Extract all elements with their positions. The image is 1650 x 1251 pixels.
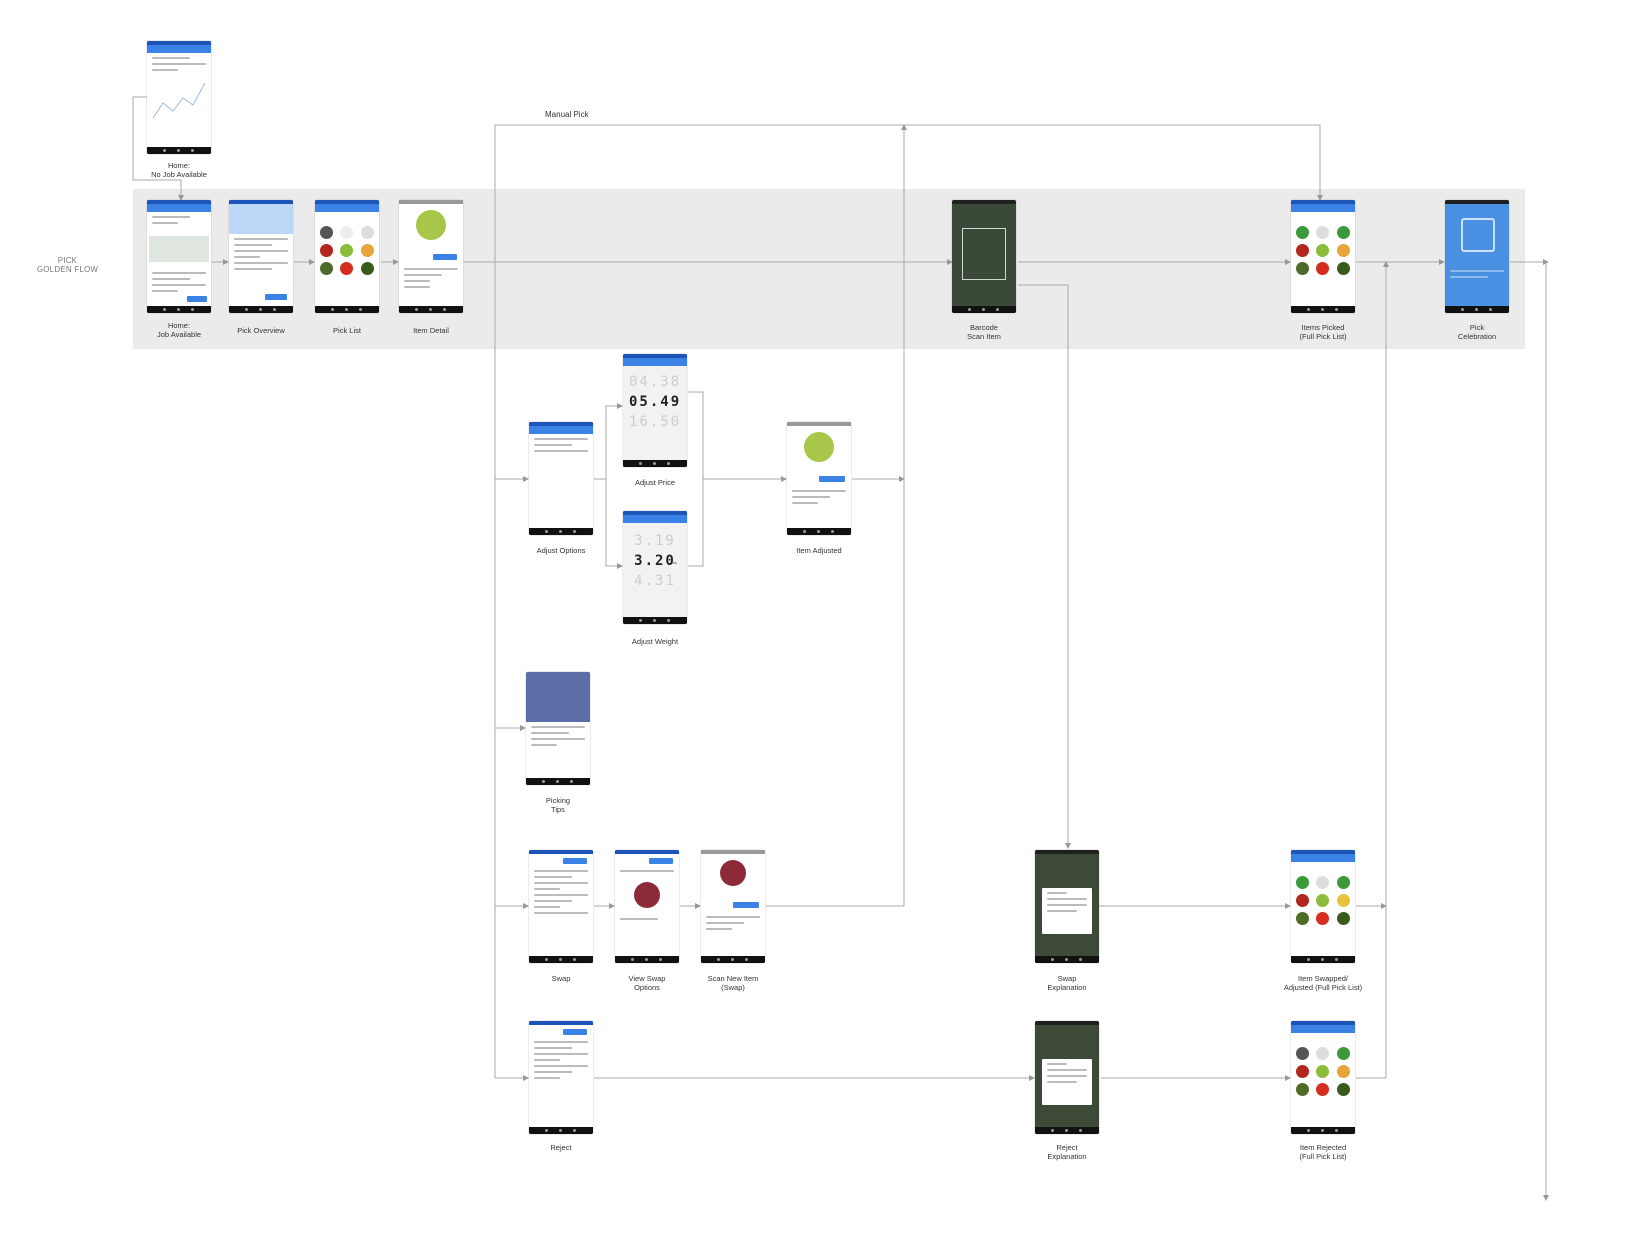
screen-swap-explanation[interactable] <box>1035 850 1099 963</box>
label-pick-celebration: Pick Celebration <box>1457 323 1497 341</box>
price-dial-prev: 04.38 <box>629 374 682 390</box>
screen-home-no-job[interactable] <box>147 41 211 154</box>
screen-pick-list[interactable] <box>315 200 379 313</box>
screen-items-picked[interactable] <box>1291 200 1355 313</box>
label-reject-explanation: Reject Explanation <box>1047 1143 1087 1161</box>
label-home-no-job: Home: No Job Available <box>151 161 207 179</box>
label-scan-new-item: Scan New Item (Swap) <box>707 974 759 992</box>
weight-dial-next: 4.31 <box>634 573 676 589</box>
label-adjust-options: Adjust Options <box>536 546 586 555</box>
price-dial-next: 16.50 <box>629 414 682 430</box>
label-swap-explanation: Swap Explanation <box>1047 974 1087 992</box>
screen-picking-tips[interactable] <box>526 672 590 785</box>
label-item-swapped: Item Swapped/ Adjusted (Full Pick List) <box>1283 974 1363 992</box>
label-items-picked: Items Picked (Full Pick List) <box>1299 323 1347 341</box>
label-item-rejected: Item Rejected (Full Pick List) <box>1299 1143 1347 1161</box>
cart-icon <box>1461 218 1495 252</box>
screen-scan-new-item[interactable] <box>701 850 765 963</box>
weight-dial-prev: 3.19 <box>634 533 676 549</box>
screen-adjust-weight[interactable]: 3.19 3.20 lbs 4.31 <box>623 511 687 624</box>
label-pick-list: Pick List <box>333 326 361 335</box>
label-picking-tips: Picking Tips <box>545 796 571 814</box>
screen-home-job[interactable] <box>147 200 211 313</box>
screen-item-adjusted[interactable] <box>787 422 851 535</box>
screen-adjust-options[interactable] <box>529 422 593 535</box>
label-item-detail: Item Detail <box>413 326 449 335</box>
screen-item-swapped[interactable] <box>1291 850 1355 963</box>
label-item-adjusted: Item Adjusted <box>796 546 842 555</box>
weight-unit: lbs <box>672 560 678 565</box>
label-pick-overview: Pick Overview <box>237 326 285 335</box>
flow-title: PICK GOLDEN FLOW <box>36 256 99 274</box>
map-thumbnail <box>149 236 209 262</box>
label-swap: Swap <box>551 974 571 983</box>
label-view-swap-options: View Swap Options <box>628 974 666 992</box>
screen-barcode-scan[interactable] <box>952 200 1016 313</box>
label-reject: Reject <box>550 1143 572 1152</box>
label-adjust-weight: Adjust Weight <box>631 637 679 646</box>
price-dial-current[interactable]: 05.49 <box>629 394 682 410</box>
screen-item-rejected[interactable] <box>1291 1021 1355 1134</box>
manual-pick-label: Manual Pick <box>545 110 589 119</box>
chart-sketch-icon <box>152 82 206 119</box>
weight-dial-current[interactable]: 3.20 <box>634 553 676 569</box>
screen-adjust-price[interactable]: 04.38 05.49 16.50 <box>623 354 687 467</box>
screen-reject[interactable] <box>529 1021 593 1134</box>
screen-pick-celebration[interactable] <box>1445 200 1509 313</box>
screen-swap[interactable] <box>529 850 593 963</box>
screen-pick-overview[interactable] <box>229 200 293 313</box>
screen-view-swap-options[interactable] <box>615 850 679 963</box>
label-adjust-price: Adjust Price <box>634 478 676 487</box>
label-home-job: Home: Job Available <box>156 321 202 339</box>
label-barcode-scan: Barcode Scan Item <box>967 323 1001 341</box>
screen-reject-explanation[interactable] <box>1035 1021 1099 1134</box>
screen-item-detail[interactable] <box>399 200 463 313</box>
